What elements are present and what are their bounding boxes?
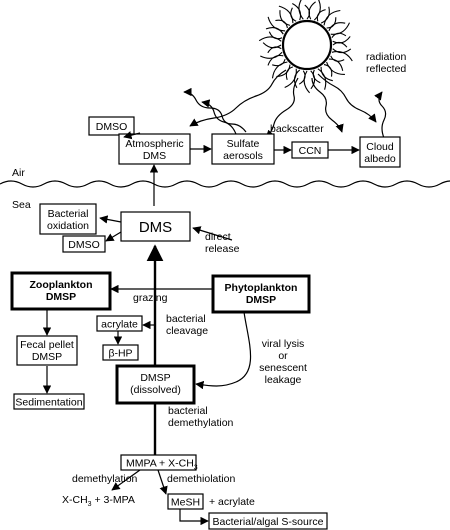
backscatter-label: backscatter bbox=[270, 123, 324, 135]
sea-label: Sea bbox=[12, 199, 31, 211]
sun-ray bbox=[332, 36, 351, 44]
sun-ray bbox=[272, 58, 286, 67]
sea-surface-line bbox=[0, 180, 450, 188]
x-ch3-3mpa-label: X-CH3 + 3-MPA bbox=[62, 494, 135, 508]
sun-ray bbox=[330, 55, 345, 62]
svg-text:β-HP: β-HP bbox=[108, 348, 132, 360]
sun-ray bbox=[285, 66, 294, 80]
beta-hp-node: β-HP bbox=[102, 344, 139, 361]
sun-ray bbox=[313, 0, 321, 21]
sun-ray bbox=[303, 70, 311, 94]
sun-ray bbox=[278, 5, 294, 24]
bacterial-algal-s-source-node: Bacterial/algal S-source bbox=[208, 512, 328, 530]
sea-dms-arrows bbox=[99, 215, 233, 242]
svg-text:Sedimentation: Sedimentation bbox=[15, 397, 82, 409]
demethiolation-label: demethiolation bbox=[167, 473, 235, 485]
sun-ray bbox=[265, 27, 284, 35]
svg-text:DMSO: DMSO bbox=[68, 239, 100, 251]
sun-ray bbox=[275, 19, 288, 29]
sun-ray bbox=[267, 46, 282, 54]
mmpa-node: MMPA + X-CH3 bbox=[120, 454, 198, 472]
acrylate-node: acrylate bbox=[96, 315, 143, 332]
svg-text:MeSH: MeSH bbox=[171, 497, 200, 509]
svg-text:CCN: CCN bbox=[299, 145, 322, 157]
sedimentation-node: Sedimentation bbox=[13, 393, 85, 410]
sun-ray bbox=[293, 69, 301, 89]
sun-ray bbox=[326, 61, 345, 75]
mesh-to-s-source-arrow bbox=[179, 509, 209, 526]
plus-acrylate-label: + acrylate bbox=[209, 496, 255, 508]
mmpa-arrows bbox=[111, 469, 168, 495]
sun-ray bbox=[320, 6, 330, 24]
grazing-label: grazing bbox=[133, 292, 168, 304]
sun-ray bbox=[330, 22, 351, 35]
dmsp-dissolved-node: DMSP(dissolved) bbox=[115, 364, 196, 405]
sun-ray bbox=[258, 36, 282, 42]
air-label: Air bbox=[12, 167, 25, 179]
dmso-atm-node: DMSO bbox=[88, 116, 135, 136]
mesh-node: MeSH bbox=[167, 493, 204, 510]
sun-ray bbox=[271, 61, 288, 79]
dms-sea-node: DMS bbox=[120, 211, 191, 242]
radiation-arrows bbox=[183, 69, 387, 139]
sun-ray bbox=[292, 3, 302, 21]
sun-ray bbox=[328, 58, 344, 71]
svg-text:Bacterial/algal S-source: Bacterial/algal S-source bbox=[213, 516, 324, 528]
sun-ray bbox=[312, 69, 321, 84]
svg-text:MMPA + X-CH3: MMPA + X-CH3 bbox=[126, 458, 198, 472]
atmosphere-arrows bbox=[123, 131, 360, 206]
sun-ray bbox=[308, 1, 316, 20]
ccn-node: CCN bbox=[291, 141, 329, 159]
sun-ray bbox=[304, 4, 311, 20]
svg-text:DMS: DMS bbox=[139, 219, 172, 236]
svg-text:acrylate: acrylate bbox=[101, 319, 138, 331]
dmso-sea-node: DMSO bbox=[62, 235, 106, 253]
svg-text:DMSP(dissolved): DMSP(dissolved) bbox=[130, 372, 181, 396]
sun-ray bbox=[320, 66, 333, 82]
sun-ray bbox=[332, 41, 348, 48]
sun-ray bbox=[323, 64, 333, 77]
sun-ray bbox=[326, 17, 337, 29]
sun-ray bbox=[290, 7, 297, 22]
viral-lysis-arrow bbox=[195, 311, 252, 390]
demethylation-label: demethylation bbox=[72, 473, 138, 485]
svg-text:DMSO: DMSO bbox=[96, 121, 128, 133]
sun-ray bbox=[267, 54, 284, 66]
sun-ray bbox=[332, 48, 352, 54]
sun-icon bbox=[258, 0, 353, 94]
acrylate-arrows bbox=[113, 320, 155, 345]
